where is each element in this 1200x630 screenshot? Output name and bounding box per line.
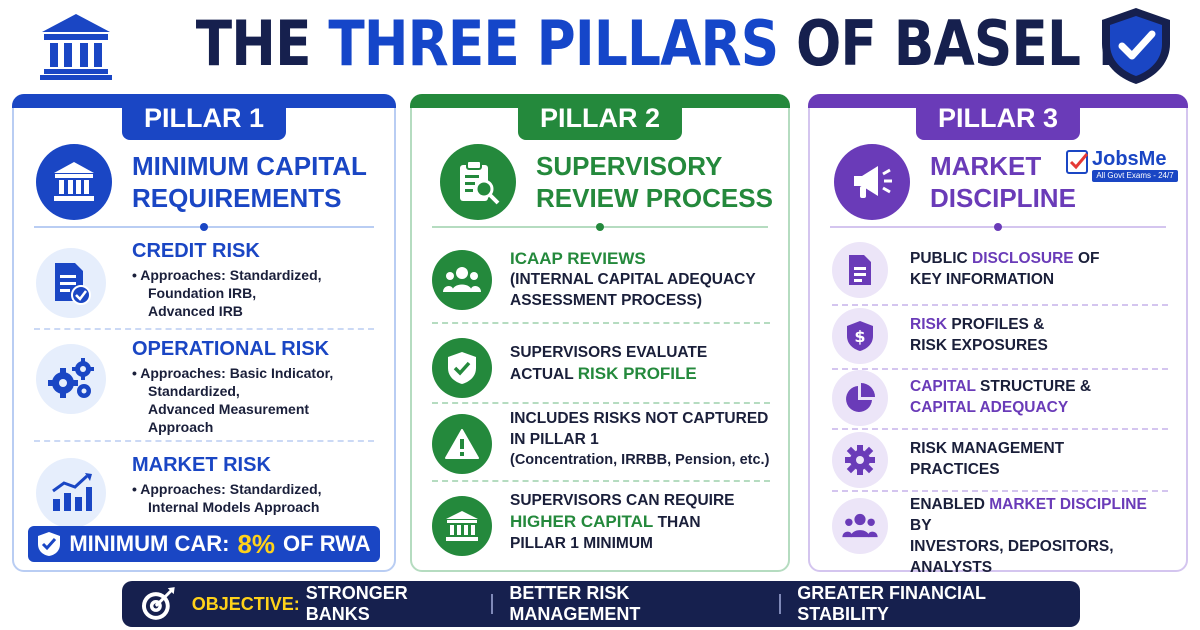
bank-icon — [36, 144, 112, 220]
target-icon — [141, 587, 175, 620]
dollar-shield-icon: $ — [832, 308, 888, 364]
market-discipline-item: ENABLED MARKET DISCIPLINE BY INVESTORS, … — [832, 494, 1168, 597]
minimum-car-banner: MINIMUM CAR: 8% OF RWA — [28, 526, 380, 562]
pillar3-panel: PILLAR 3 MARKET DISCIPLINE JobsMe All Go… — [808, 94, 1188, 597]
higher-capital-item: SUPERVISORS CAN REQUIRE HIGHER CAPITAL T… — [432, 490, 770, 560]
pillar1-panel: PILLAR 1 MINIMUM CAPITAL REQUIREMENTS — [12, 94, 396, 572]
pillar3-tag: PILLAR 3 — [915, 96, 1081, 140]
public-disclosure-item: PUBLIC DISCLOSURE OF KEY INFORMATION — [832, 242, 1168, 302]
header: THE THREE PILLARS OF BASEL II — [0, 0, 1200, 90]
pie-chart-icon — [832, 370, 888, 426]
jobsme-badge: JobsMe All Govt Exams - 24/7 — [1066, 148, 1178, 184]
people-group-icon — [432, 250, 492, 310]
people-group-icon — [832, 498, 888, 554]
pillar2-panel: PILLAR 2 SUPERVISORY REVIEW PROCESS ICAA… — [410, 94, 790, 572]
gears-icon — [36, 344, 106, 414]
objective-item: STRONGER BANKS — [305, 583, 408, 624]
shield-check-icon — [432, 338, 492, 398]
objective-label: OBJECTIVE: — [191, 593, 300, 614]
bar-chart-trend-icon — [36, 458, 106, 528]
capital-structure-item: CAPITAL STRUCTURE & CAPITAL ADEQUACY — [832, 370, 1168, 430]
warning-icon — [432, 414, 492, 474]
page-title: THE THREE PILLARS OF BASEL II — [195, 7, 1137, 80]
objective-bar: OBJECTIVE: STRONGER BANKS BETTER RISK MA… — [122, 581, 1080, 627]
supervisors-evaluate-item: SUPERVISORS EVALUATE ACTUAL RISK PROFILE — [432, 336, 770, 400]
bank-icon — [432, 496, 492, 556]
market-risk-item: MARKET RISK • Approaches: Standardized, … — [34, 454, 374, 528]
checkbox-logo-icon — [1066, 150, 1088, 174]
risk-management-item: RISK MANAGEMENT PRACTICES — [832, 432, 1168, 492]
risk-profiles-item: $ RISK PROFILES & RISK EXPOSURES — [832, 308, 1168, 368]
gear-icon — [832, 432, 888, 488]
bank-icon — [40, 14, 112, 80]
pillar2-title: SUPERVISORY REVIEW PROCESS — [536, 151, 773, 213]
megaphone-icon — [834, 144, 910, 220]
operational-risk-item: OPERATIONAL RISK • Approaches: Basic Ind… — [34, 338, 374, 438]
shield-check-icon — [1102, 8, 1170, 84]
document-icon — [832, 242, 888, 298]
document-check-icon — [36, 248, 106, 318]
risks-not-captured-item: INCLUDES RISKS NOT CAPTURED IN PILLAR 1 … — [432, 408, 770, 478]
pillar2-tag: PILLAR 2 — [517, 96, 683, 140]
icaap-item: ICAAP REVIEWS (INTERNAL CAPITAL ADEQUACY… — [432, 248, 770, 318]
shield-check-icon — [38, 532, 61, 556]
objective-item: GREATER FINANCIAL STABILITY — [797, 583, 986, 624]
pillar1-tag: PILLAR 1 — [121, 96, 287, 140]
svg-text:$: $ — [854, 327, 865, 346]
objective-item: BETTER RISK MANAGEMENT — [509, 583, 641, 624]
car-value: 8% — [237, 528, 276, 559]
credit-risk-item: CREDIT RISK • Approaches: Standardized, … — [34, 240, 374, 330]
pillar3-title: MARKET DISCIPLINE — [930, 151, 1076, 213]
title-highlight: THREE PILLARS — [328, 7, 779, 80]
clipboard-search-icon — [440, 144, 516, 220]
pillar1-title: MINIMUM CAPITAL REQUIREMENTS — [132, 151, 367, 213]
